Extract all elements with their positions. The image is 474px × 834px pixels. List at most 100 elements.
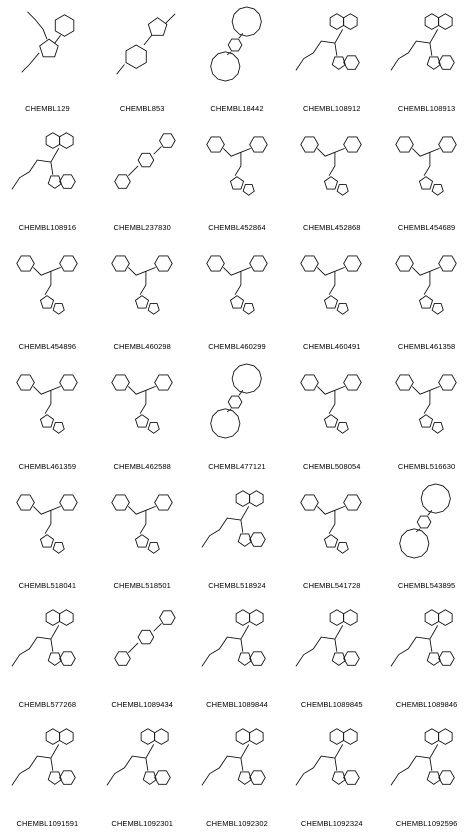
cycloalkyl-ring-a: [205, 255, 225, 272]
thiazole-ring: [134, 414, 149, 428]
bond: [334, 29, 344, 56]
methylene-bond: [423, 390, 431, 415]
cycloalkyl-ring-b: [59, 374, 78, 391]
imidazole-ring: [337, 184, 350, 196]
compound-cell: CHEMBL460299: [190, 238, 285, 357]
compound-cell: CHEMBL452864: [190, 119, 285, 238]
cyclohexane-ring: [59, 132, 74, 150]
macrocycle-top: [231, 363, 262, 395]
bond: [427, 509, 433, 516]
cycloalkyl-ring-b: [343, 494, 363, 511]
imidazole-ring: [337, 541, 350, 554]
cycloalkyl-ring-b: [343, 136, 363, 153]
bond: [145, 744, 154, 771]
compound-cell: CHEMBL477121: [190, 357, 285, 476]
imidazole-ring: [332, 771, 347, 785]
compound-id-label: CHEMBL1089434: [111, 699, 174, 709]
imidazole-ring: [426, 771, 442, 785]
compound-cell: CHEMBL18442: [190, 0, 285, 119]
compound-cell: CHEMBL516630: [379, 357, 474, 476]
compound-cell: CHEMBL1089844: [190, 596, 285, 715]
imidazole-ring: [47, 652, 62, 666]
imidazole-ring: [431, 303, 444, 316]
cycloalkyl-ring-a: [111, 374, 130, 391]
compound-id-label: CHEMBL108913: [397, 104, 456, 114]
benzo-ring: [248, 770, 266, 785]
bond: [429, 744, 439, 771]
pyridine-ring-a: [113, 174, 131, 189]
compound-cell: CHEMBL1092324: [284, 715, 379, 834]
pyridine-ring: [330, 13, 345, 30]
molecule-structure: [201, 608, 266, 667]
cycloalkyl-ring-a: [300, 136, 320, 153]
compound-cell: CHEMBL454689: [379, 119, 474, 238]
bond: [50, 744, 60, 771]
pyridine-ring-a: [113, 651, 131, 666]
compound-id-label: CHEMBL129: [25, 104, 70, 114]
molecule-structure: [201, 489, 266, 548]
imidazole-ring: [237, 533, 252, 547]
cycloalkyl-ring-a: [300, 374, 320, 391]
imidazole-ring: [142, 771, 157, 785]
benzo-ring: [438, 55, 455, 70]
bond: [334, 744, 344, 771]
compound-cell: CHEMBL1089846: [379, 596, 474, 715]
bond: [54, 34, 62, 44]
amine-chain: [11, 636, 51, 667]
bond: [429, 624, 439, 652]
pyridine-ring: [45, 728, 61, 745]
thiazole-ring: [324, 295, 339, 309]
amine-chain: [11, 755, 51, 786]
compound-cell: CHEMBL541728: [284, 477, 379, 596]
molecule-structure: [395, 136, 457, 196]
cycloalkyl-ring-a: [300, 494, 320, 511]
bond: [127, 165, 139, 177]
molecule-structure: [395, 374, 457, 435]
imidazole-ring: [431, 422, 444, 435]
cyclohexane-ring: [248, 489, 264, 507]
compound-id-label: CHEMBL1089844: [206, 699, 268, 709]
cycloalkyl-ring-b: [343, 255, 363, 272]
isothiourea-core: [317, 386, 346, 396]
cyclohexane-ring: [343, 728, 358, 745]
pyridine-ring: [424, 728, 440, 745]
benzo-ring: [153, 770, 171, 785]
compound-id-label: CHEMBL477121: [208, 461, 266, 471]
thiazole-ring: [39, 533, 55, 548]
compound-cell: CHEMBL518501: [95, 477, 190, 596]
cycloalkyl-ring-a: [395, 255, 415, 272]
bond: [116, 64, 125, 75]
benzo-ring: [343, 770, 361, 785]
benzene-ring: [227, 38, 242, 52]
molecule-structure: [11, 132, 76, 190]
molecule-structure: [16, 494, 78, 554]
methylene-bond: [44, 390, 52, 415]
bond: [226, 51, 232, 56]
imidazole-ring: [47, 175, 62, 190]
methylene-bond: [44, 271, 52, 296]
compound-cell: CHEMBL461359: [0, 357, 95, 476]
amine-chain: [390, 755, 431, 786]
compound-id-label: CHEMBL853: [119, 104, 165, 114]
bond: [240, 624, 249, 652]
pyridine-ring: [235, 728, 250, 745]
cycloalkyl-ring-b: [438, 374, 457, 391]
amine-chain: [295, 636, 336, 667]
methylene-bond: [139, 509, 147, 534]
bond: [240, 744, 249, 771]
cycloalkyl-ring-b: [438, 136, 457, 153]
molecule-structure: [390, 608, 455, 667]
amine-chain: [201, 755, 241, 786]
bond: [164, 13, 176, 24]
compound-id-label: CHEMBL452868: [303, 223, 361, 233]
isothiourea-core: [412, 386, 441, 396]
compound-id-label: CHEMBL462588: [113, 461, 171, 471]
isothiourea-core: [127, 386, 156, 396]
compound-id-label: CHEMBL1092324: [300, 819, 363, 828]
compound-id-label: CHEMBL1091591: [16, 819, 79, 828]
compound-id-label: CHEMBL1089846: [395, 699, 458, 709]
cyclohexane-ring: [438, 728, 453, 745]
molecule-structure: [300, 136, 363, 196]
benzene-ring: [227, 396, 242, 409]
